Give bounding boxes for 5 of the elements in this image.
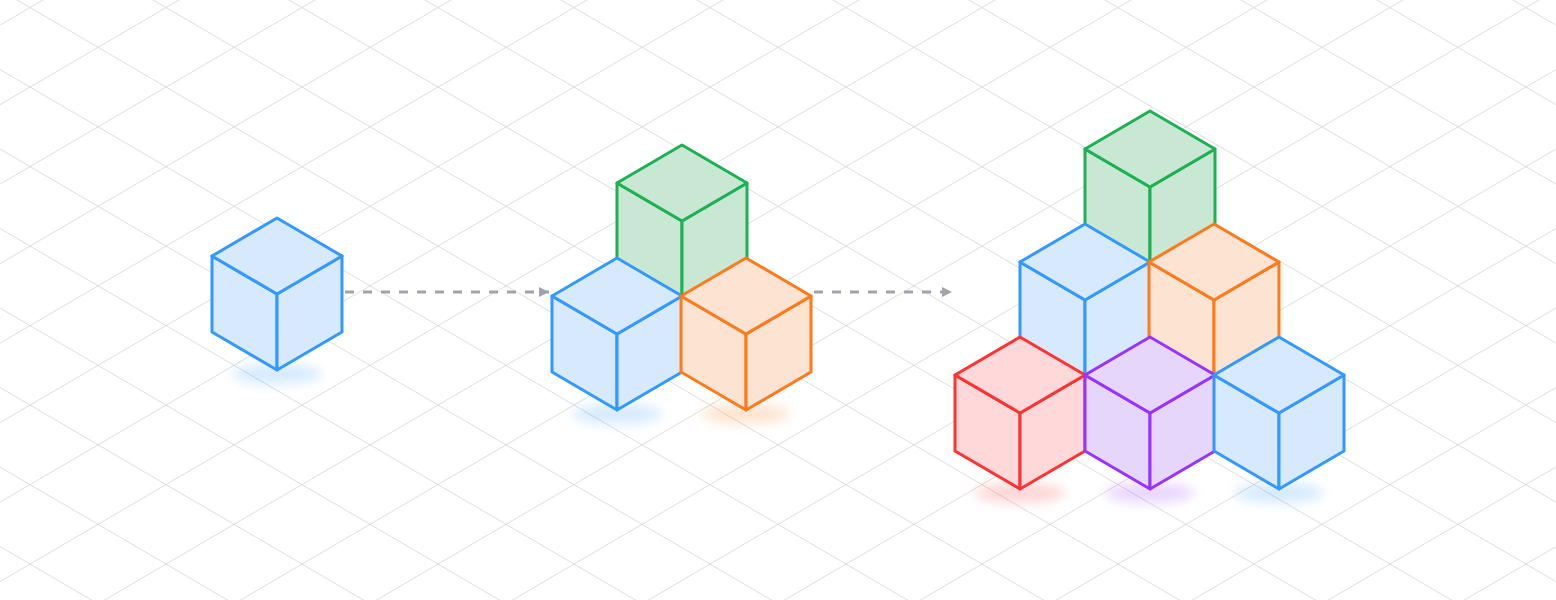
- arrow: [345, 287, 549, 297]
- cube-drawing: [210, 216, 344, 384]
- cube-stack-drawing: [550, 143, 813, 424]
- cube-stack-drawing: [953, 109, 1346, 503]
- arrow: [814, 287, 952, 297]
